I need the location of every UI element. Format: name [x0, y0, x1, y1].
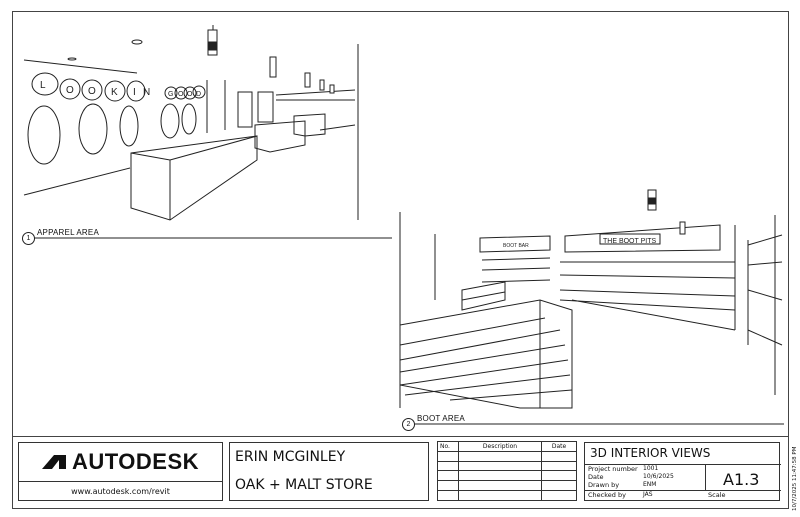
- boot-sign-text: THE BOOT PITS: [603, 238, 656, 245]
- field-label: Checked by: [588, 491, 626, 499]
- view-title: BOOT AREA: [417, 414, 465, 423]
- sign-letter: I: [133, 87, 136, 98]
- timestamp-text: 10/7/2025 11:47:58 PM: [792, 446, 798, 511]
- sheet-border: [12, 11, 789, 509]
- drawn-by-value: ENM: [643, 481, 657, 488]
- field-label: Drawn by: [588, 481, 620, 489]
- date-value: 10/6/2025: [643, 473, 674, 480]
- sign-letter: G: [168, 91, 173, 98]
- sign-letter: D: [196, 91, 201, 98]
- sign-letter: L: [40, 80, 46, 91]
- table-row: [437, 490, 577, 501]
- field-label: Date: [588, 473, 604, 481]
- sign-letter: K: [111, 87, 118, 98]
- brand-name: AUTODESK: [71, 449, 200, 474]
- rev-header-description: Description: [458, 441, 542, 452]
- rev-header-date: Date: [541, 441, 577, 452]
- revision-table: No. Description Date: [437, 441, 577, 501]
- print-timestamp: 10/7/2025 11:47:58 PM: [787, 438, 799, 514]
- view-number-badge: 2: [402, 418, 415, 431]
- table-row: [437, 470, 577, 482]
- project-info-box: ERIN MCGINLEY OAK + MALT STORE: [229, 442, 429, 501]
- title-block: [12, 436, 789, 510]
- field-label: Project number: [588, 465, 638, 473]
- scale-label: Scale: [708, 491, 726, 499]
- sheet-info-box: 3D INTERIOR VIEWS Project number 1001 Da…: [584, 442, 781, 501]
- view-boot-area-drawing: THE BOOT PITS BOOT BAR: [399, 189, 783, 409]
- sign-letter: O: [66, 85, 74, 96]
- project-name: OAK + MALT STORE: [235, 477, 373, 493]
- sign-letter: O: [187, 91, 193, 98]
- sheet-title: 3D INTERIOR VIEWS: [590, 446, 711, 460]
- sign-letter: O: [178, 91, 184, 98]
- table-row: [437, 480, 577, 492]
- project-number-value: 1001: [643, 465, 659, 472]
- brand-url: www.autodesk.com/revit: [71, 487, 170, 496]
- boot-sign-text-2: BOOT BAR: [503, 243, 529, 249]
- checked-by-value: JAS: [643, 491, 653, 498]
- sign-letter: N: [143, 87, 150, 98]
- logo-box: AUTODESK www.autodesk.com/revit: [18, 442, 223, 501]
- view-title: APPAREL AREA: [37, 228, 99, 237]
- sign-letter: O: [88, 86, 96, 97]
- view-number-badge: 1: [22, 232, 35, 245]
- sheet-number: A1.3: [723, 470, 760, 489]
- table-row: [437, 460, 577, 472]
- table-row: [437, 450, 577, 462]
- designer-name: ERIN MCGINLEY: [235, 449, 346, 465]
- autodesk-logo-icon: [41, 455, 66, 469]
- rev-header-no: No.: [437, 441, 459, 452]
